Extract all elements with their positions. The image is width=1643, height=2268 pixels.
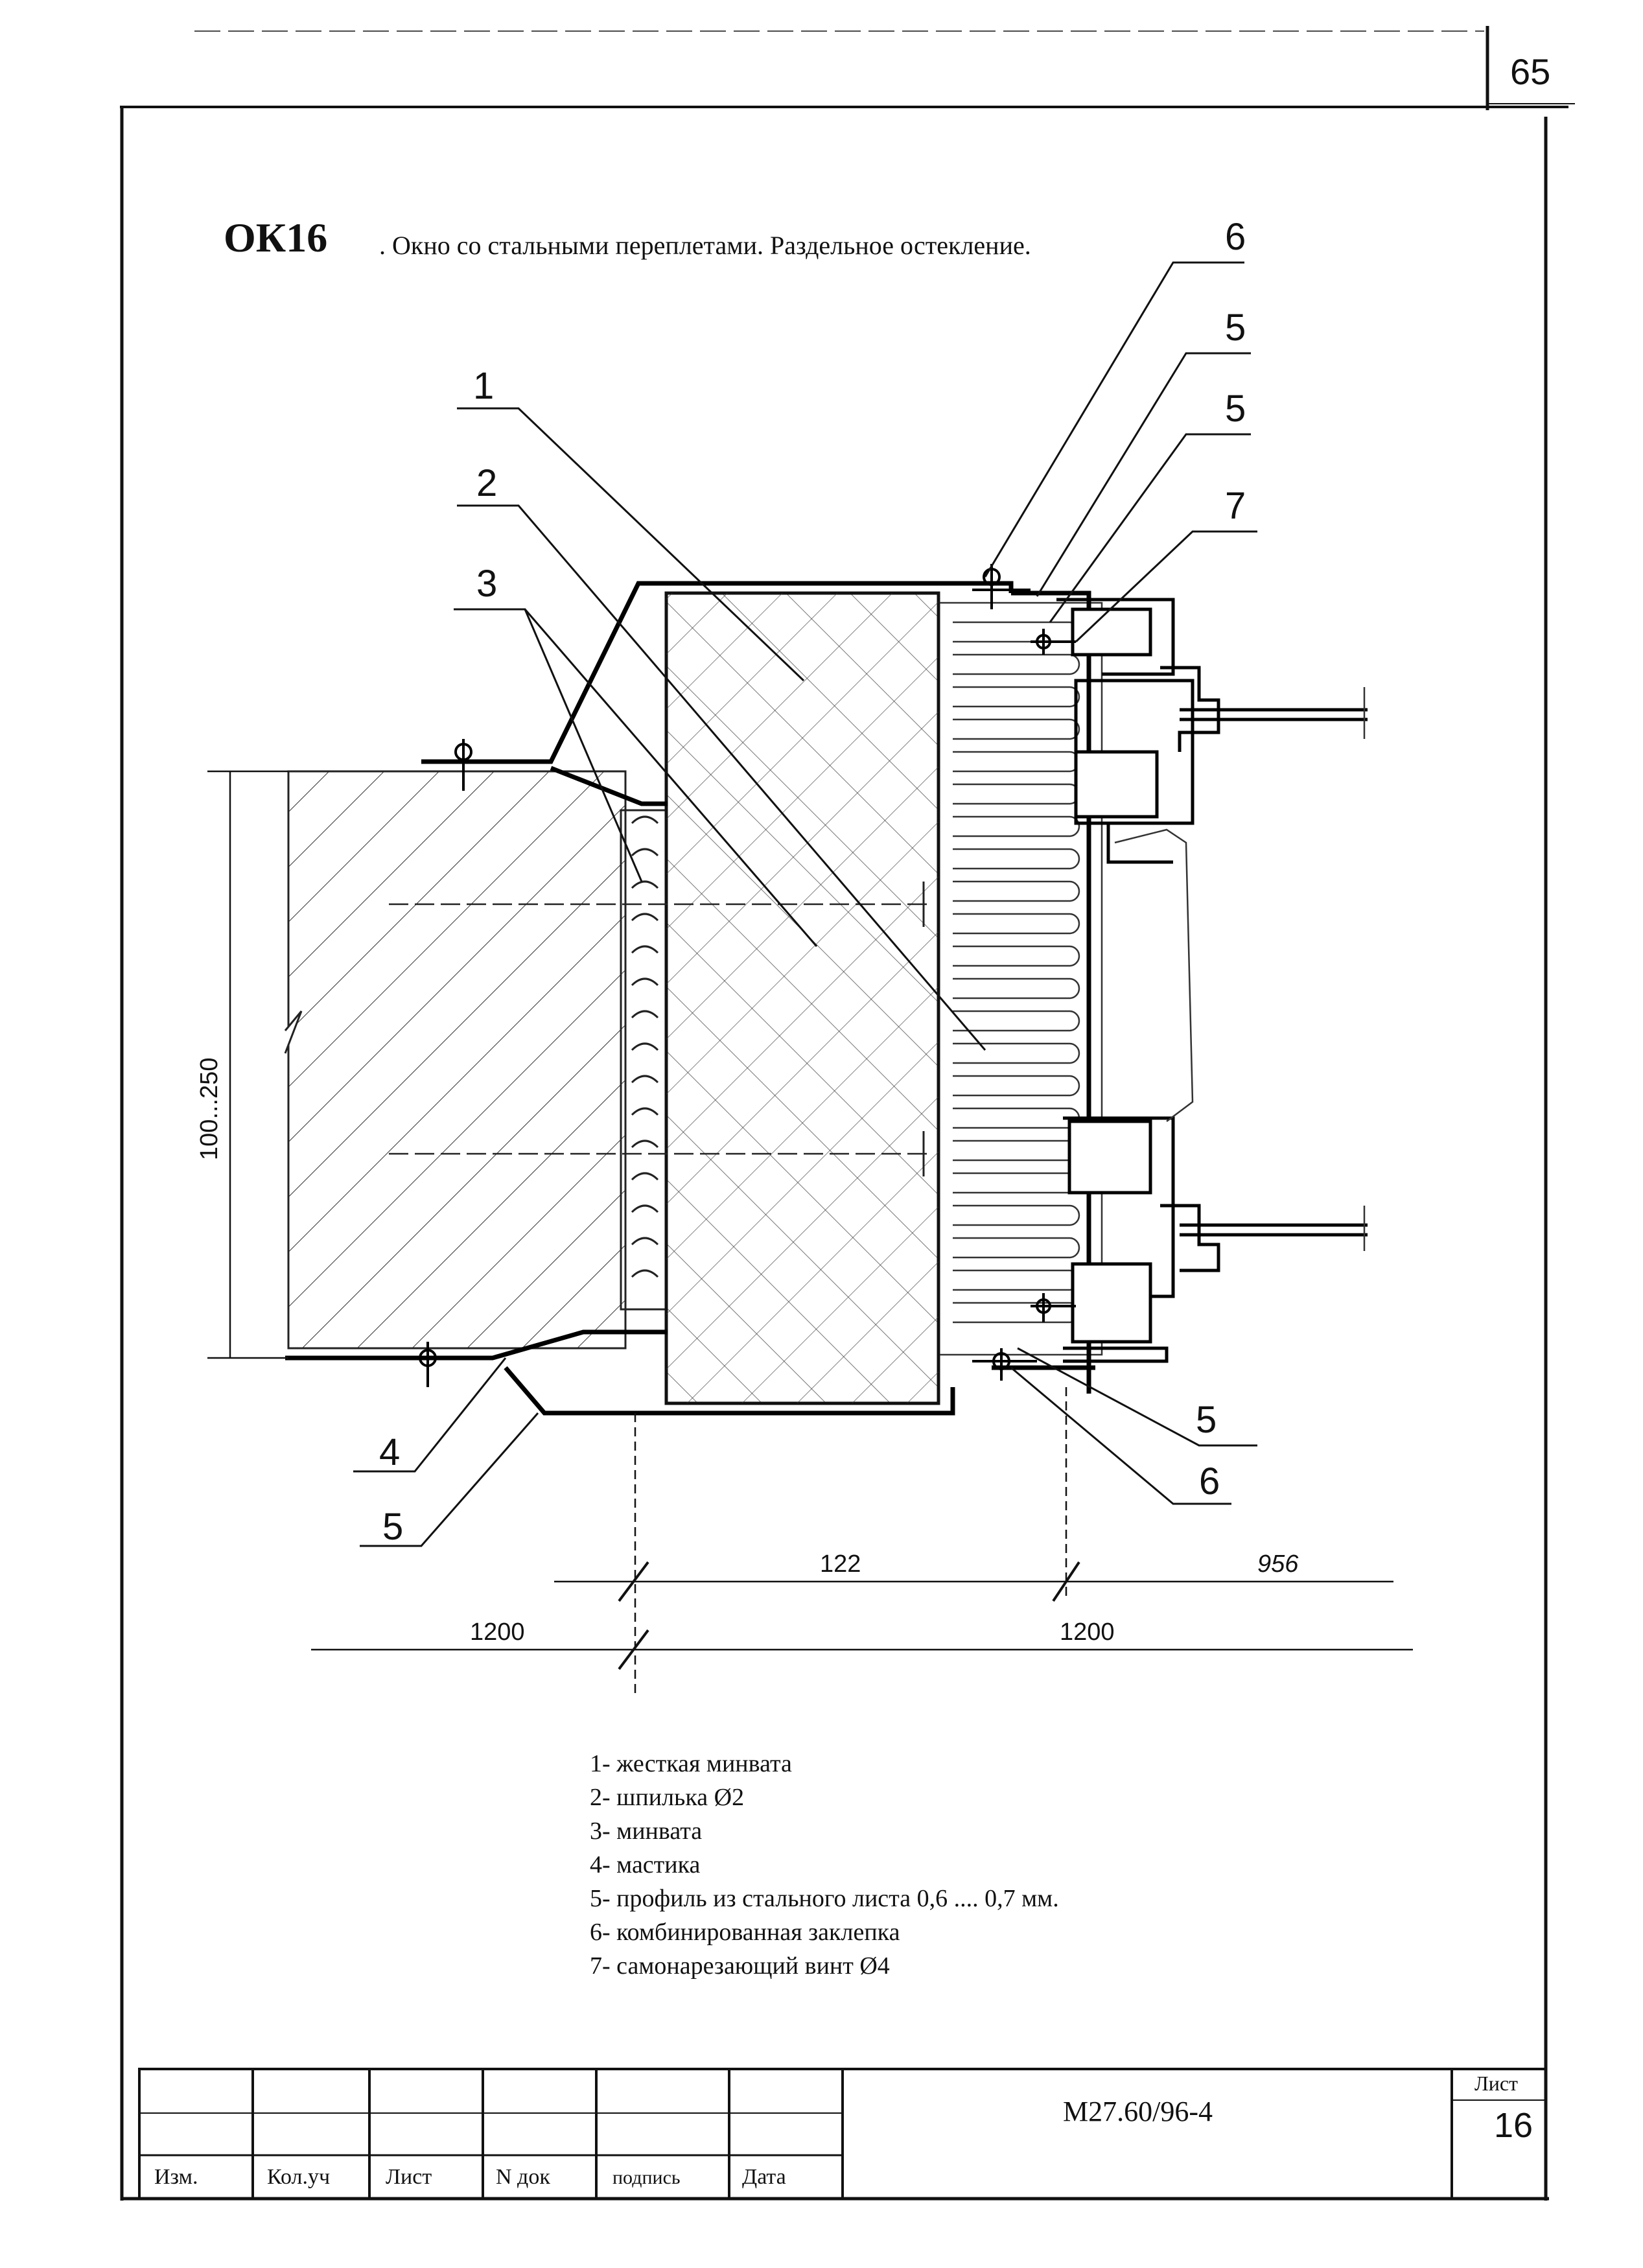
window-frame-bottom [1063,1116,1368,1363]
rigid-wool-block [664,591,940,1405]
callout-numbers: 1 2 3 6 5 5 7 4 5 5 6 [379,216,1246,1548]
stamp-col-izm: Изм. [154,2165,198,2189]
legend-item: 4- мастика [590,1851,701,1878]
document-code: М27.60/96-4 [1063,2096,1213,2127]
legend: 1- жесткая минвата 2- шпилька Ø2 3- минв… [590,1747,1059,1983]
dim-1200-right: 1200 [1060,1619,1115,1646]
window-frame-top [1056,598,1368,864]
stamp-table [138,2068,1547,2200]
dimension-texts: 100...250 122 956 1200 1200 [196,1058,1299,1646]
legend-item: 6- комбинированная заклепка [590,1919,900,1946]
dim-height: 100...250 [196,1058,223,1160]
callout-5-bottom-right: 5 [1196,1399,1217,1441]
page-number: 65 [1510,51,1551,92]
stamp-col-koluch: Кол.уч [267,2165,331,2189]
callout-5-top-a: 5 [1225,307,1246,349]
callout-5-bottom-left: 5 [382,1506,403,1548]
sheet-label: Лист [1474,2072,1519,2095]
callout-6-top: 6 [1225,216,1246,258]
callout-4: 4 [379,1431,400,1473]
callout-6-bottom: 6 [1199,1460,1220,1502]
dim-122: 122 [820,1550,861,1578]
callout-7: 7 [1225,485,1246,527]
stamp-col-data: Дата [742,2165,786,2189]
legend-item: 7- самонарезающий винт Ø4 [590,1952,890,1980]
dim-1200-left: 1200 [470,1619,525,1646]
legend-item: 3- минвата [590,1818,703,1845]
fasteners [389,564,1076,1387]
callout-3: 3 [476,563,497,605]
wall-left-block [284,770,627,1350]
legend-item: 5- профиль из стального листа 0,6 .... 0… [590,1885,1059,1912]
stamp-col-list: Лист [386,2165,432,2189]
dim-956: 956 [1257,1550,1299,1578]
sash-line [1114,687,1366,1251]
mineral-wool-strip [620,809,668,1311]
callout-5-top-b: 5 [1225,388,1246,430]
legend-item: 1- жесткая минвата [590,1750,792,1777]
sheet-number: 16 [1494,2106,1533,2145]
drawing-title: . Окно со стальными переплетами. Раздель… [379,231,1031,260]
legend-item: 2- шпилька Ø2 [590,1784,745,1811]
stud-pins [389,903,927,1155]
stamp-col-podpis: подпись [612,2167,681,2188]
stamp-col-ndok: N док [496,2165,550,2189]
callout-1: 1 [473,365,494,407]
dimension-lines [207,770,1413,1698]
leader-lines [353,261,1257,1547]
drawing-code: ОК16 [224,215,328,261]
callout-2: 2 [476,462,497,504]
